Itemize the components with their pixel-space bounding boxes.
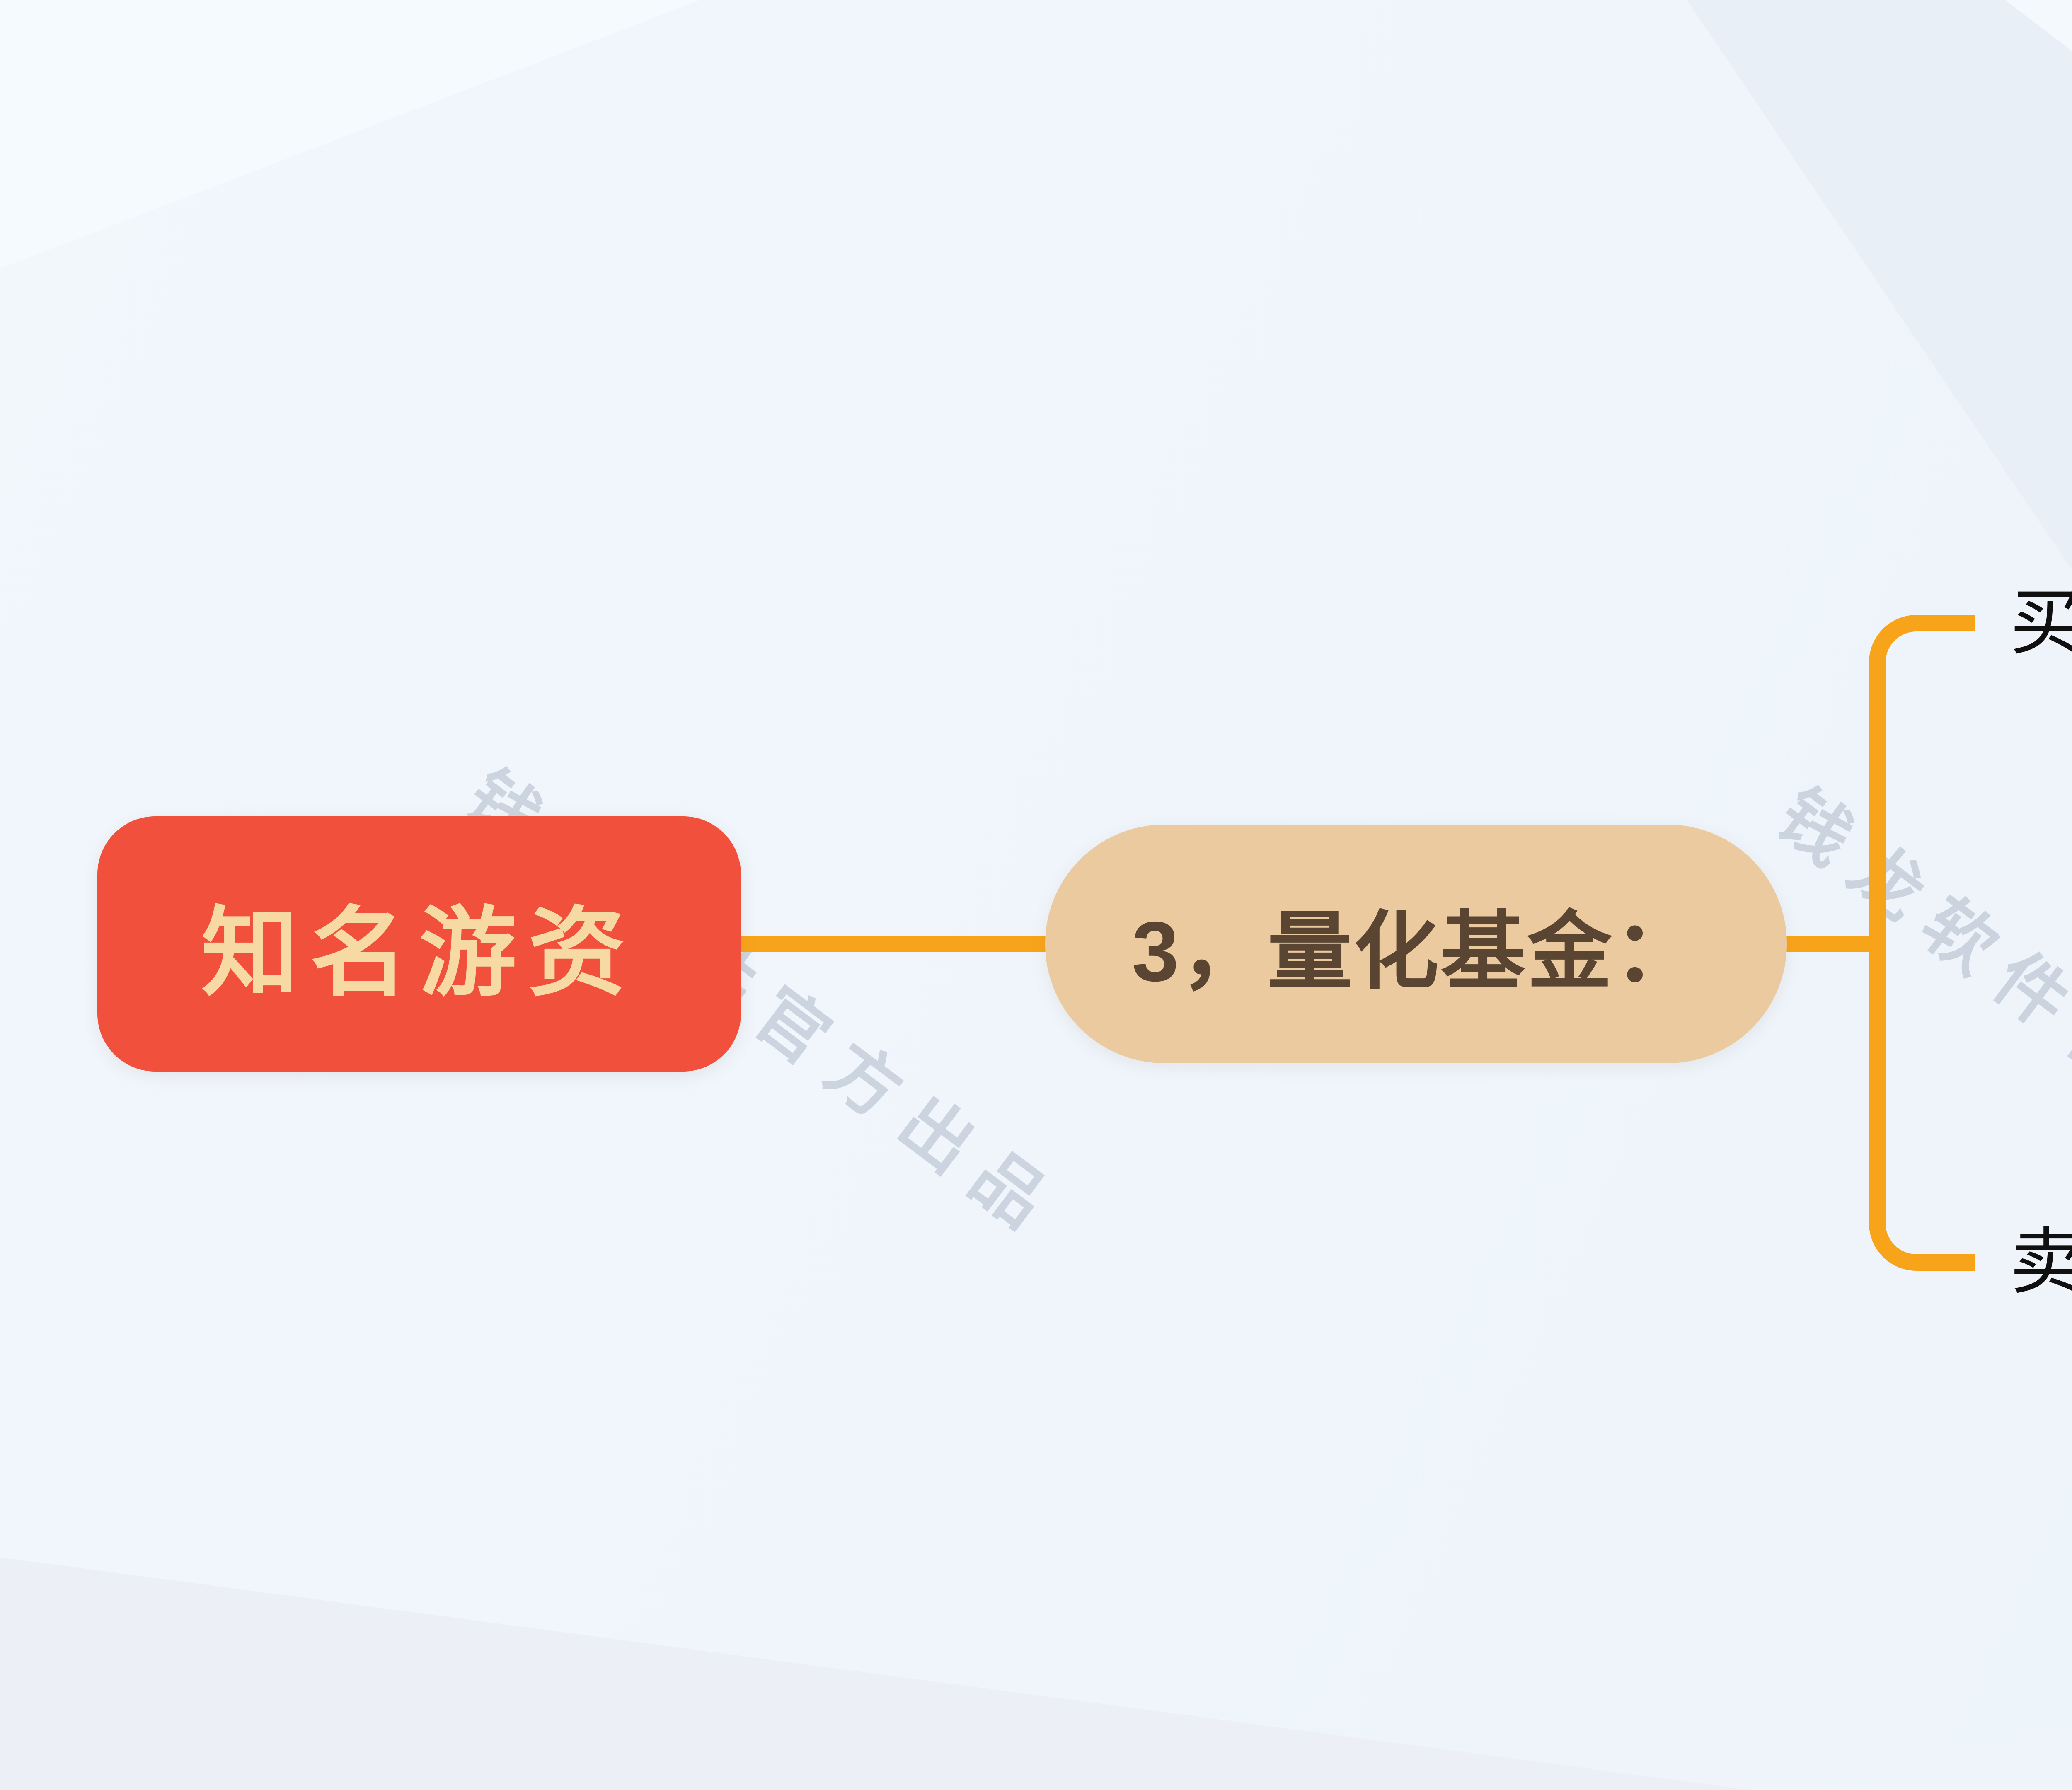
connector-root-to-topic: [738, 936, 1048, 952]
branch-node-buy[interactable]: 买入：: [2010, 583, 2072, 663]
bracket-main-buy-sell: [1869, 615, 1975, 1271]
branch-node-sell[interactable]: 卖出：: [2010, 1222, 2072, 1303]
topic-node-quant-fund[interactable]: 3，量化基金：: [1045, 825, 1787, 1063]
root-node-label: 知名游资: [201, 898, 637, 1007]
topic-node-label: 3，量化基金：: [1131, 904, 1700, 999]
connector-topic-to-bracket: [1785, 936, 1886, 952]
root-node[interactable]: 知名游资: [97, 816, 741, 1072]
